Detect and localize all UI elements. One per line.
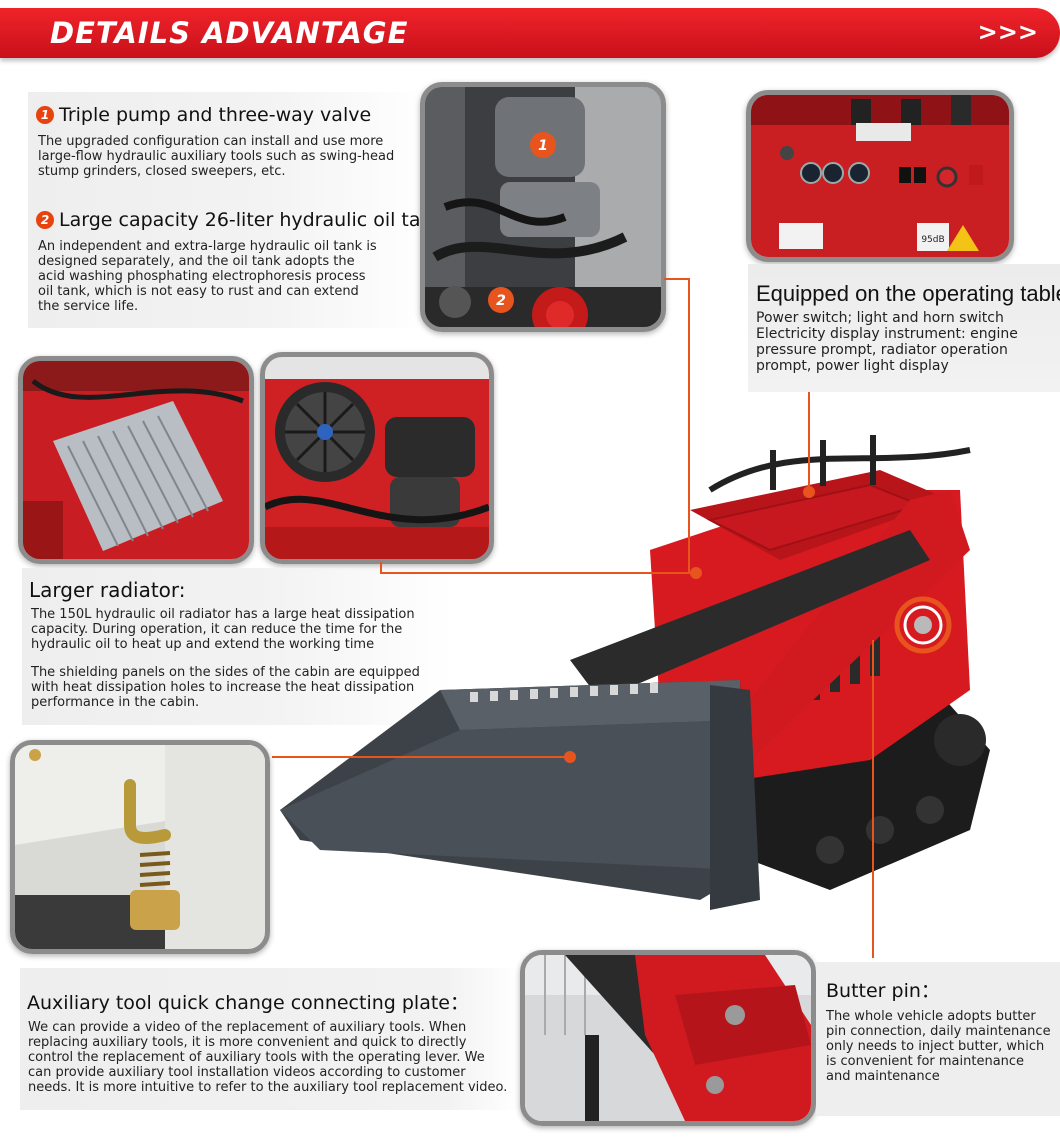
callout-line-pump-horizontal — [664, 278, 690, 280]
chevron-right-icon: >>> — [977, 18, 1038, 46]
skid-steer-loader-image — [270, 430, 1025, 920]
operating-line1: Power switch; light and horn switch — [756, 310, 1004, 326]
photo-marker-2: 2 — [496, 293, 506, 309]
number-badge-2: 2 — [36, 211, 54, 229]
callout-dot-operating — [803, 486, 815, 498]
operating-table-photo: 95dB — [746, 90, 1014, 262]
radiator-text1: The 150L hydraulic oil radiator has a la… — [31, 607, 415, 652]
pump-tank-panel: 1 Triple pump and three-way valve The up… — [28, 92, 444, 328]
callout-dot-plate — [564, 751, 576, 763]
pump-heading: 1 Triple pump and three-way valve — [36, 104, 371, 126]
radiator-photo — [18, 356, 254, 564]
radiator-title: Larger radiator: — [29, 578, 186, 602]
butter-pin-photo — [520, 950, 816, 1126]
tank-text: An independent and extra-large hydraulic… — [38, 239, 377, 314]
quick-change-plate-photo — [10, 740, 270, 954]
radiator-panel: Larger radiator: The 150L hydraulic oil … — [22, 568, 452, 725]
pump-text: The upgraded configuration can install a… — [38, 134, 395, 179]
callout-line-radiator — [380, 572, 690, 574]
butter-title: Butter pin： — [826, 980, 940, 1002]
number-badge-1: 1 — [36, 106, 54, 124]
callout-line-radiator-drop — [380, 562, 382, 574]
pump-photo: 1 2 — [420, 82, 666, 332]
operating-title: Equipped on the operating table: — [756, 281, 1060, 306]
plate-panel: Auxiliary tool quick change connecting p… — [20, 968, 520, 1110]
page-title: DETAILS ADVANTAGE — [50, 16, 409, 50]
callout-line-operating — [808, 392, 810, 490]
plate-title: Auxiliary tool quick change connecting p… — [27, 992, 469, 1014]
operating-panel: Equipped on the operating table: Power s… — [748, 264, 1060, 392]
photo-marker-1: 1 — [538, 138, 548, 154]
header-banner: DETAILS ADVANTAGE >>> — [0, 8, 1060, 58]
pump-title: Triple pump and three-way valve — [59, 104, 372, 126]
tank-title: Large capacity 26-liter hydraulic oil ta… — [59, 209, 444, 231]
callout-dot-engine — [690, 567, 702, 579]
callout-line-butter — [872, 640, 874, 958]
plate-text: We can provide a video of the replacemen… — [28, 1020, 508, 1095]
butter-text: The whole vehicle adopts butter pin conn… — [826, 1009, 1051, 1084]
engine-fan-photo — [260, 352, 494, 564]
operating-line2: Electricity display instrument: engine p… — [756, 326, 1018, 374]
butter-panel: Butter pin： The whole vehicle adopts but… — [816, 962, 1060, 1116]
radiator-text2: The shielding panels on the sides of the… — [31, 665, 420, 710]
callout-line-pump-vertical — [688, 278, 690, 574]
callout-line-plate — [272, 756, 568, 758]
tank-heading: 2 Large capacity 26-liter hydraulic oil … — [36, 209, 444, 231]
decibel-sign: 95dB — [921, 235, 944, 245]
